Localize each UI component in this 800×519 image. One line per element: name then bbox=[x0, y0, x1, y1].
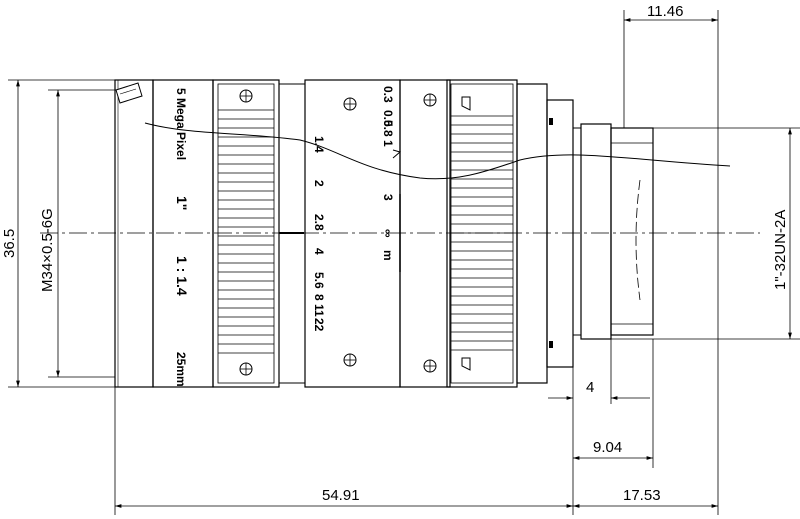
distance-4: 3 bbox=[381, 194, 395, 201]
f-stop-7: 22 bbox=[312, 318, 326, 332]
dim-body-length-label: 54.91 bbox=[322, 487, 360, 504]
front-markings: 5 Mega Pixel 1" 1 : 1.4 25mm bbox=[174, 88, 190, 387]
dim-mount-thread: 1"-32UN-2A bbox=[611, 127, 800, 340]
f-stop-6: 11 bbox=[312, 304, 326, 317]
dim-diameter-label: 36.5 bbox=[1, 229, 18, 258]
dim-mount-thread-label: 1"-32UN-2A bbox=[772, 210, 789, 290]
dim-back-length: 17.53 bbox=[573, 487, 718, 508]
distance-3: 1 bbox=[381, 140, 395, 147]
dim-flange-gap: 4 bbox=[548, 339, 650, 404]
rear-body bbox=[516, 83, 574, 384]
dim-flange-back-label: 9.04 bbox=[593, 439, 622, 456]
distance-scale: 0.3 0.5 0.8 1 3 ∞ m bbox=[381, 86, 402, 261]
focus-unit: m bbox=[381, 250, 395, 261]
aperture-label: 1 : 1.4 bbox=[174, 256, 190, 296]
f-stop-1: 2 bbox=[312, 180, 326, 187]
focal-length-label: 25mm bbox=[174, 352, 188, 387]
distance-5: ∞ bbox=[381, 229, 395, 238]
focus-ring bbox=[399, 79, 518, 388]
distance-2: 0.8 bbox=[381, 120, 395, 137]
dim-top-width: 11.46 bbox=[623, 3, 719, 160]
format-label: 1" bbox=[174, 196, 190, 210]
dim-filter-thread-label: M34×0.5-6G bbox=[39, 208, 56, 292]
dim-filter-thread: M34×0.5-6G bbox=[39, 89, 115, 378]
f-stop-4: 5.6 bbox=[312, 272, 326, 289]
resolution-label: 5 Mega Pixel bbox=[174, 88, 188, 160]
dim-diameter: 36.5 bbox=[1, 79, 115, 388]
dim-flange-gap-label: 4 bbox=[586, 379, 594, 396]
dim-top-width-label: 11.46 bbox=[647, 3, 683, 20]
distance-0: 0.3 bbox=[381, 86, 395, 103]
front-ring bbox=[114, 79, 154, 388]
distance-1: 0.5 bbox=[381, 110, 395, 127]
f-stop-scale: 1.4 2 2.8 4 5.6 8 11 22 bbox=[312, 136, 326, 332]
dim-flange-back: 9.04 bbox=[572, 339, 654, 468]
f-stop-5: 8 bbox=[312, 294, 326, 301]
c-mount bbox=[572, 123, 654, 340]
f-stop-2: 2.8 bbox=[312, 214, 326, 231]
f-stop-3: 4 bbox=[312, 248, 326, 255]
dim-body-length: 54.91 bbox=[114, 160, 719, 515]
section-break-line bbox=[144, 122, 731, 180]
f-stop-0: 1.4 bbox=[312, 136, 326, 153]
dim-back-length-label: 17.53 bbox=[623, 487, 661, 504]
aperture-ring bbox=[212, 79, 304, 388]
